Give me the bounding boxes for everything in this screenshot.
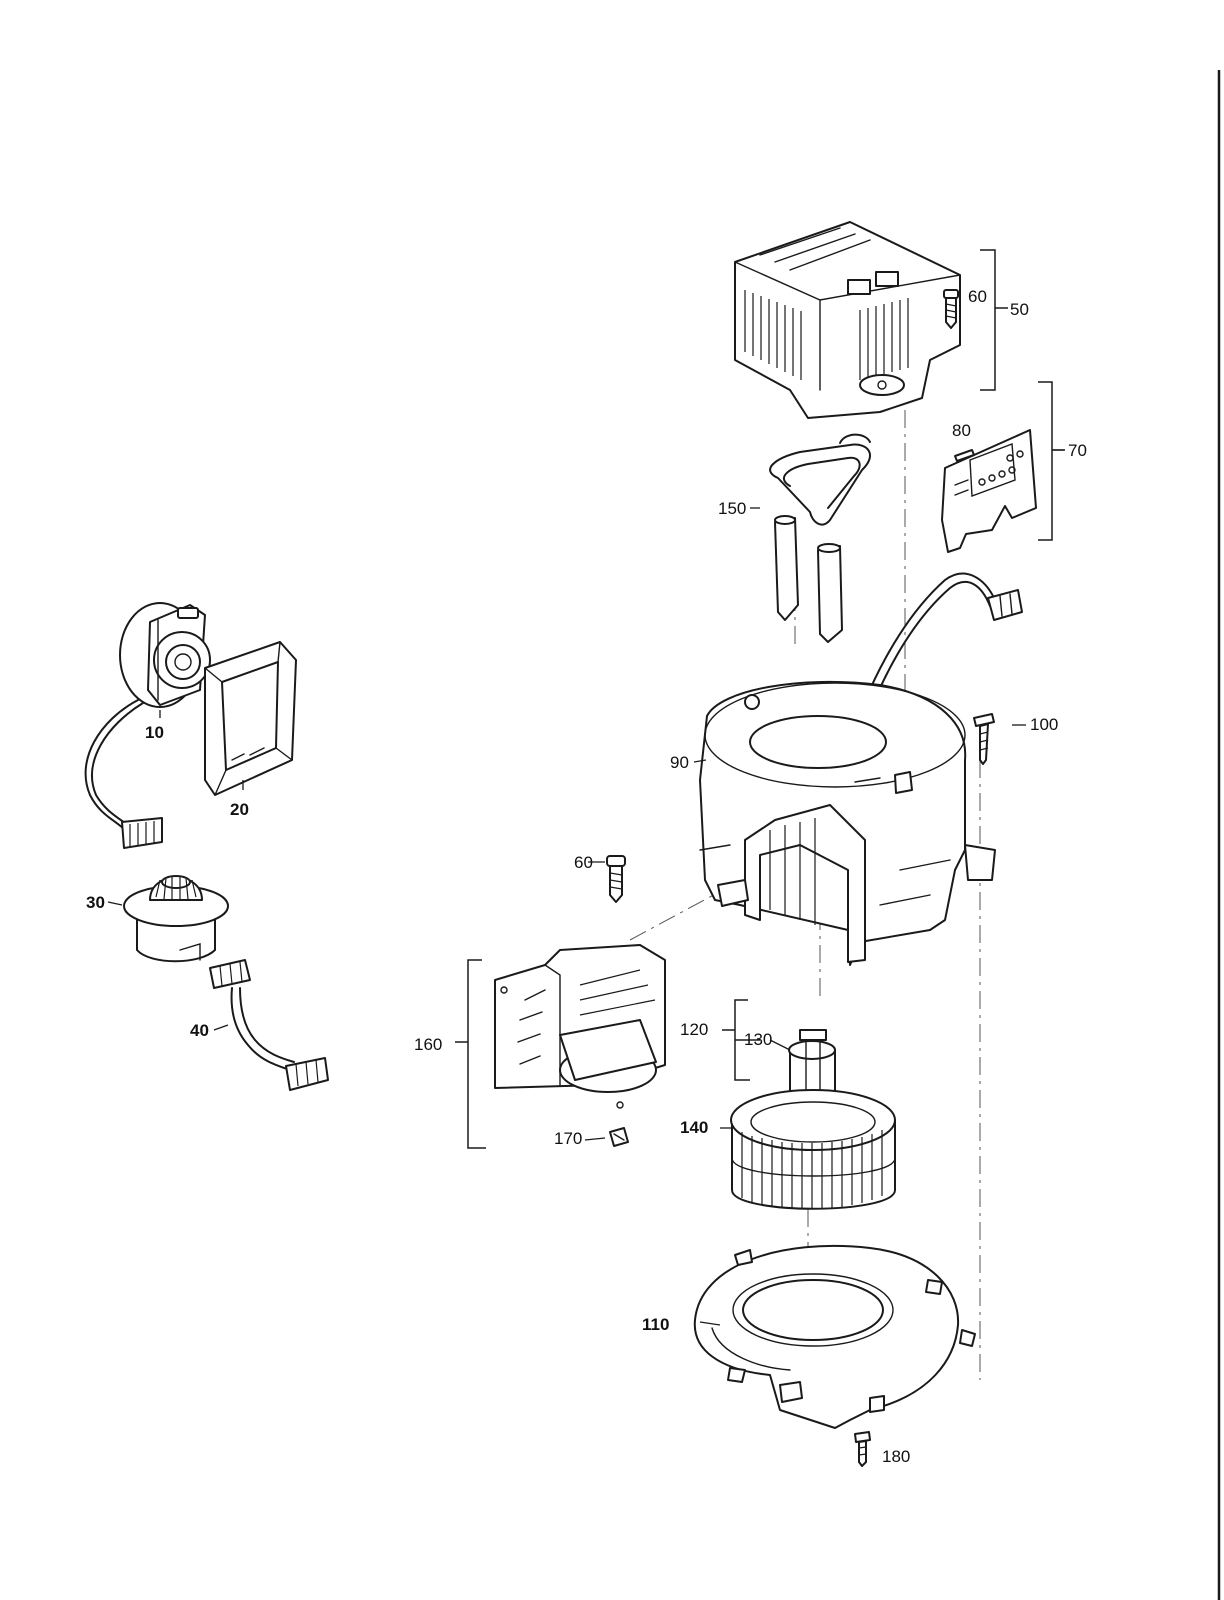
part-100-screw [973, 713, 995, 765]
callout-labels: 10 20 30 40 50 60 60 70 80 90 100 110 12… [86, 287, 1087, 1466]
callout-170: 170 [554, 1129, 582, 1148]
callout-140: 140 [680, 1118, 708, 1137]
part-60-screw-top [943, 289, 959, 329]
bracket-70 [1038, 381, 1065, 541]
part-40-cable-harness [209, 959, 329, 1091]
callout-160: 160 [414, 1035, 442, 1054]
callout-90: 90 [670, 753, 689, 772]
bracket-120 [722, 999, 760, 1081]
callout-20: 20 [230, 800, 249, 819]
callout-120: 120 [680, 1020, 708, 1039]
part-30-knob-housing [123, 875, 229, 963]
callout-60-top: 60 [968, 287, 987, 306]
part-20-cover-frame [204, 641, 297, 796]
part-150-clip-tubes [769, 433, 871, 643]
bracket-160 [455, 959, 486, 1149]
callout-40: 40 [190, 1021, 209, 1040]
callout-10: 10 [145, 723, 164, 742]
leader-lines [107, 449, 1064, 1326]
part-180-screw [854, 1431, 871, 1467]
callout-180: 180 [882, 1447, 910, 1466]
callout-70: 70 [1068, 441, 1087, 460]
bracket-50 [980, 249, 1008, 391]
part-50-control-cover [734, 221, 961, 419]
part-70-circuit-board [941, 429, 1037, 553]
callout-100: 100 [1030, 715, 1058, 734]
callout-30: 30 [86, 893, 105, 912]
part-170-clip [609, 1127, 629, 1147]
callout-60-middle: 60 [574, 853, 593, 872]
part-160-air-flap-housing [494, 944, 666, 1109]
callout-130: 130 [744, 1030, 772, 1049]
part-90-blower-housing [699, 680, 996, 966]
callout-50: 50 [1010, 300, 1029, 319]
part-80-pin [954, 449, 975, 462]
part-10-control-switch [84, 602, 211, 849]
part-110-bottom-plate [693, 1244, 976, 1429]
callout-80: 80 [952, 421, 971, 440]
part-140-fan-wheel [730, 1089, 896, 1210]
callout-110: 110 [642, 1315, 669, 1334]
callout-150: 150 [718, 499, 746, 518]
part-60-screw-middle [606, 855, 626, 903]
